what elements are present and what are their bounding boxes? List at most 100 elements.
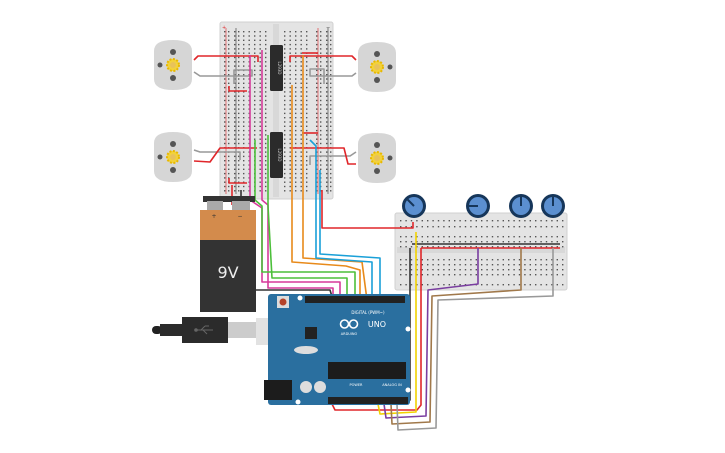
breadboard-hole — [502, 284, 504, 286]
breadboard-hole — [545, 264, 548, 266]
wire-red-7[interactable] — [193, 147, 257, 163]
breadboard-hole — [432, 269, 434, 271]
breadboard-hole — [295, 117, 297, 119]
breadboard-hole — [437, 259, 440, 261]
breadboard-hole — [326, 177, 328, 179]
wire-purple-29[interactable] — [383, 248, 479, 419]
breadboard-hole — [330, 160, 332, 162]
breadboard-hole — [234, 142, 236, 145]
dc-motor-3[interactable] — [358, 42, 396, 92]
potentiometer-1[interactable] — [402, 194, 426, 218]
breadboard-hole — [330, 121, 332, 123]
wire-red-8[interactable] — [228, 178, 247, 184]
breadboard-hole — [400, 236, 402, 238]
reset-button[interactable] — [277, 296, 289, 308]
breadboard-hole — [238, 125, 240, 127]
wire-brown-30[interactable] — [390, 248, 522, 425]
wire-red-20[interactable] — [321, 190, 414, 229]
usb-cable[interactable] — [152, 317, 291, 345]
breadboard-hole — [243, 56, 245, 59]
wire-gray-1[interactable] — [193, 69, 253, 84]
breadboard-hole — [316, 117, 318, 119]
potentiometer-3[interactable] — [509, 194, 533, 218]
wire-pink-13[interactable] — [261, 50, 334, 300]
breadboard-hole — [259, 190, 261, 192]
breadboard-hole — [529, 264, 531, 266]
wire-red-10[interactable] — [290, 147, 356, 165]
small-breadboard[interactable] — [394, 212, 568, 291]
wire-blue-18[interactable] — [309, 139, 373, 300]
arduino-uno[interactable]: DIGITAL (PWM~) ARDUINO UNO POWER ANALOG … — [264, 294, 411, 405]
breadboard-hole — [320, 168, 322, 170]
wire-gray-6[interactable] — [193, 149, 241, 160]
breadboard-hole — [524, 284, 526, 286]
breadboard-hole — [320, 138, 322, 140]
wire-gray-9[interactable] — [309, 151, 357, 165]
breadboard-hole — [289, 112, 291, 115]
breadboard-hole — [243, 65, 245, 67]
breadboard-hole — [448, 246, 450, 248]
power-analog-header[interactable] — [328, 397, 408, 404]
wire-gray-31[interactable] — [396, 248, 554, 431]
wire-red-0[interactable] — [193, 55, 259, 62]
breadboard-hole — [238, 78, 240, 80]
wire-red-2[interactable] — [228, 86, 247, 92]
breadboard-hole — [416, 259, 418, 261]
wire-blue-19[interactable] — [319, 170, 381, 300]
breadboard-hole — [410, 226, 413, 228]
motor-driver-chip-2[interactable]: L293D — [270, 132, 283, 178]
breadboard-hole — [562, 259, 564, 261]
breadboard-hole — [238, 31, 240, 33]
wire-orange-16[interactable] — [291, 85, 361, 300]
breadboard-hole — [254, 31, 256, 33]
breadboard-hole — [289, 95, 291, 97]
breadboard-hole — [320, 39, 322, 41]
breadboard-hole — [289, 52, 291, 54]
breadboard-hole — [320, 48, 322, 50]
motor-driver-chip-1[interactable]: L293D — [270, 45, 283, 91]
breadboard-hole — [518, 259, 521, 261]
potentiometer-4[interactable] — [541, 194, 565, 218]
wire-green-14[interactable] — [254, 140, 356, 300]
breadboard-hole — [481, 241, 483, 243]
dc-motor-4[interactable] — [358, 133, 396, 183]
breadboard-hole — [421, 264, 423, 266]
breadboard-hole — [289, 168, 291, 170]
main-breadboard[interactable]: + − — [219, 21, 334, 200]
wire-orange-17[interactable] — [302, 55, 368, 301]
breadboard-hole — [513, 274, 515, 276]
breadboard-hole — [265, 65, 267, 67]
breadboard-hole — [265, 86, 267, 89]
arduino-digital-label: DIGITAL (PWM~) — [351, 310, 385, 315]
wire-green-15[interactable] — [267, 135, 348, 300]
battery-9v[interactable]: + − 9V — [200, 196, 256, 312]
motor-screw — [170, 141, 176, 147]
breadboard-hole — [224, 125, 226, 127]
breadboard-hole — [306, 125, 308, 127]
breadboard-hole — [289, 65, 291, 67]
dc-motor-1[interactable] — [154, 40, 192, 90]
breadboard-hole — [306, 177, 308, 179]
wire-red-25[interactable] — [331, 248, 422, 411]
potentiometer-2[interactable] — [466, 194, 490, 218]
breadboard-hole — [234, 164, 236, 166]
breadboard-hole — [284, 82, 286, 84]
breadboard-hole — [254, 39, 256, 41]
wire-red-3[interactable] — [289, 55, 357, 62]
dc-motor-2[interactable] — [154, 132, 192, 182]
breadboard-hole — [330, 91, 332, 93]
breadboard-hole — [300, 155, 302, 158]
wire-gray-4[interactable] — [309, 68, 357, 84]
breadboard-hole — [405, 236, 407, 238]
breadboard-hole — [238, 160, 240, 162]
breadboard-hole — [427, 274, 429, 276]
breadboard-hole — [427, 246, 429, 248]
breadboard-hole — [316, 142, 318, 145]
breadboard-hole — [320, 43, 322, 46]
breadboard-hole — [545, 220, 548, 222]
breadboard-hole — [443, 274, 445, 276]
breadboard-hole — [320, 35, 322, 37]
digital-header[interactable] — [305, 296, 405, 303]
breadboard-hole — [320, 142, 322, 145]
